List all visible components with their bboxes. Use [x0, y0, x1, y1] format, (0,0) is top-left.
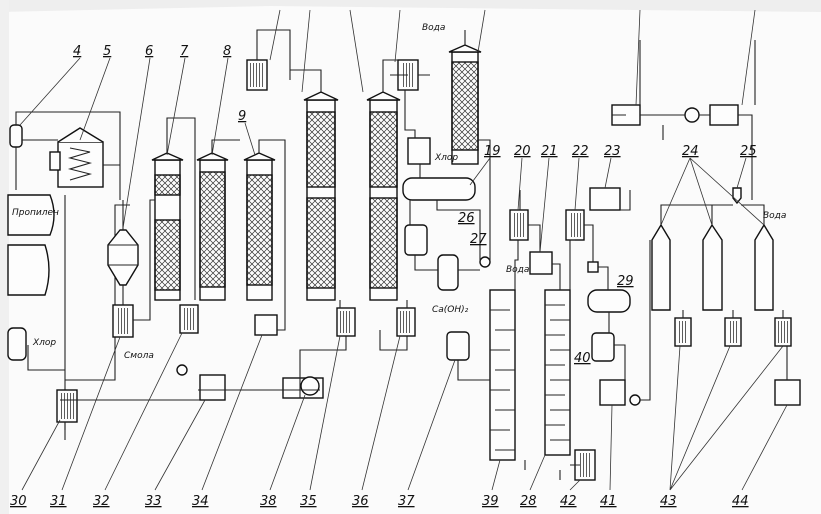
label-44: 44: [732, 494, 749, 509]
label-chlorine-2: Хлор: [434, 153, 458, 163]
label-8: 8: [223, 44, 231, 59]
compressor-38: [282, 376, 324, 399]
scrubber-43c: [754, 223, 774, 311]
tank-29: [587, 289, 631, 313]
tank-44: [774, 379, 801, 406]
heat-exchanger-22: [565, 209, 585, 241]
label-26: 26: [458, 211, 475, 226]
label-5: 5: [103, 44, 111, 59]
heat-exchanger-36: [396, 307, 416, 337]
heat-exchanger-30: [56, 389, 78, 423]
label-27: 27: [470, 232, 487, 247]
heat-exchanger-20: [509, 209, 529, 241]
separator-small: [587, 261, 599, 273]
label-32: 32: [93, 494, 110, 509]
reactor-37: [446, 331, 470, 361]
tank-23: [589, 187, 621, 211]
label-37: 37: [398, 494, 415, 509]
label-38: 38: [260, 494, 277, 509]
heat-exchanger-32: [179, 304, 199, 334]
label-lime: Ca(OH)₂: [432, 305, 469, 315]
label-20: 20: [514, 144, 531, 159]
propylene-tank: [7, 194, 55, 236]
label-25: 25: [740, 144, 757, 159]
heat-exchanger-43c: [774, 317, 792, 347]
tank-21: [529, 251, 553, 275]
heat-exchanger-31: [112, 304, 134, 338]
tank-top-b: [709, 104, 739, 126]
label-6: 6: [145, 44, 153, 59]
label-42: 42: [560, 494, 577, 509]
absorber-column: [448, 44, 482, 165]
label-36: 36: [352, 494, 369, 509]
column-39: [489, 289, 516, 461]
label-35: 35: [300, 494, 317, 509]
chlorine-tank: [7, 327, 27, 361]
scrubber-43a: [651, 223, 671, 311]
label-30: 30: [10, 494, 27, 509]
reactor-26: [404, 224, 428, 256]
label-9: 9: [238, 109, 246, 124]
label-40: 40: [574, 351, 591, 366]
reactor-40: [591, 332, 615, 362]
label-33: 33: [145, 494, 162, 509]
cooler-vessel: [407, 137, 431, 165]
heat-exchanger-43b: [724, 317, 742, 347]
tank-34: [254, 314, 278, 336]
condenser-top-1: [246, 59, 268, 91]
label-water-1: Вода: [422, 23, 445, 33]
label-24: 24: [682, 144, 699, 159]
heat-exchanger-42: [574, 449, 596, 481]
label-39: 39: [482, 494, 499, 509]
label-34: 34: [192, 494, 209, 509]
separator-6: [107, 229, 139, 286]
pump-27: [479, 256, 491, 268]
label-43: 43: [660, 494, 677, 509]
tank-41: [599, 379, 626, 406]
label-29: 29: [617, 274, 634, 289]
tank-33: [199, 374, 226, 401]
pump-top: [684, 107, 700, 123]
label-21: 21: [541, 144, 558, 159]
column-9: [243, 152, 276, 301]
scrubber-43b: [702, 223, 723, 311]
drum-tank: [7, 244, 50, 296]
label-22: 22: [572, 144, 589, 159]
column-36: [366, 91, 401, 301]
label-7: 7: [180, 44, 189, 59]
label-23: 23: [604, 144, 621, 159]
label-41: 41: [600, 494, 617, 509]
pump-32: [176, 364, 188, 376]
evaporator-4: [9, 124, 23, 148]
tank-19: [402, 177, 476, 201]
label-resin: Смола: [124, 351, 154, 361]
column-28: [544, 289, 571, 456]
label-4: 4: [73, 44, 81, 59]
column-35: [303, 91, 339, 301]
tank-27: [437, 254, 459, 291]
column-8: [196, 152, 229, 301]
label-propylene: Пропилен: [12, 208, 59, 218]
label-31: 31: [50, 494, 67, 509]
column-7: [151, 152, 184, 301]
heater-5: [49, 127, 104, 188]
label-chlorine: Хлор: [32, 338, 56, 348]
pump-41: [629, 394, 641, 406]
label-water-2: Вода: [506, 265, 529, 275]
heat-exchanger-43a: [674, 317, 692, 347]
label-water-3: Вода: [763, 211, 786, 221]
heat-exchanger-35: [336, 307, 356, 337]
label-28: 28: [520, 494, 537, 509]
label-19: 19: [484, 144, 501, 159]
